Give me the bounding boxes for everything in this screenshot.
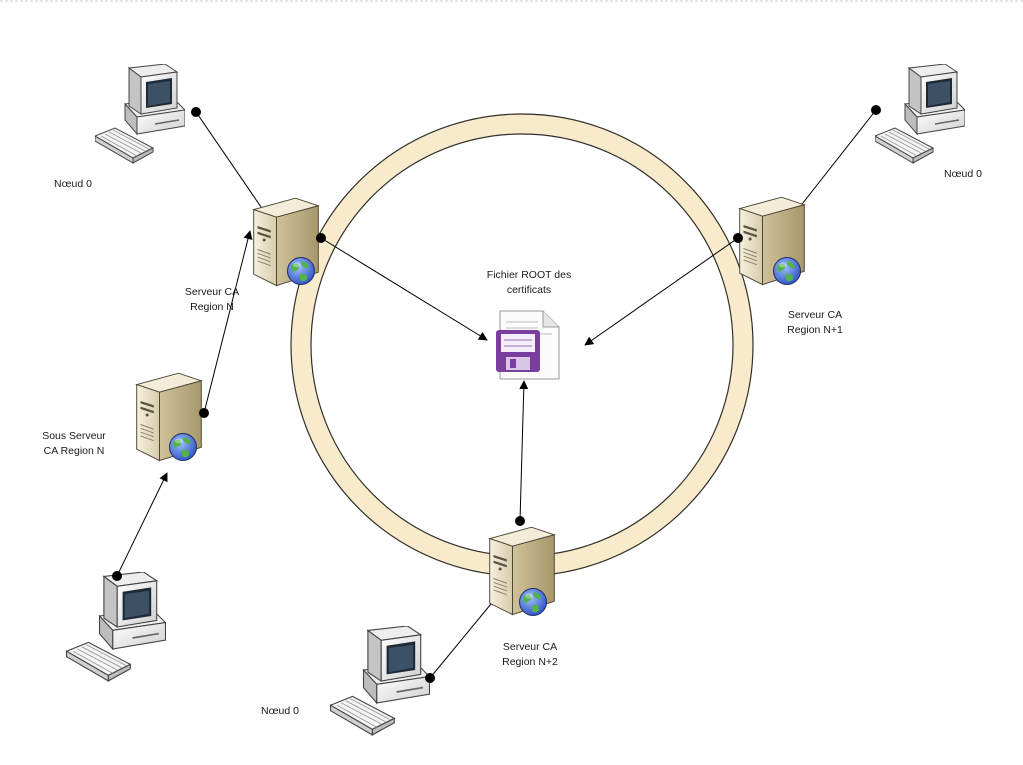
server-label: Serveur CA Region N+2 <box>502 641 558 668</box>
connector-server-n-to-root <box>320 237 488 341</box>
root-file-label: Fichier ROOT des certificats <box>486 269 572 296</box>
connector-server-n1-to-root <box>584 237 739 346</box>
connector-sub-server-to-server-n <box>203 230 253 414</box>
file-icon <box>496 310 560 380</box>
computer-icon <box>875 64 965 164</box>
connector-dots <box>112 105 881 683</box>
connector-node-bl-to-sub-server <box>116 472 168 577</box>
computer-icon <box>330 626 430 736</box>
server-label: Serveur CA Region N <box>184 286 240 313</box>
server-label: Serveur CA Region N+1 <box>787 309 843 336</box>
globe-icon <box>519 588 547 616</box>
sub-server-label: Sous Serveur CA Region N <box>42 430 106 457</box>
connector-server-n2-to-root <box>519 380 529 522</box>
node-label: Nœud 0 <box>261 705 299 717</box>
node-label: Nœud 0 <box>944 168 982 180</box>
node-label: Nœud 0 <box>54 178 92 190</box>
globe-icon <box>287 257 315 285</box>
connector-node-bc-to-server-n2 <box>429 592 501 679</box>
computer-icon <box>95 64 185 164</box>
globe-icon <box>773 257 801 285</box>
globe-icon <box>169 433 197 461</box>
computer-icon <box>66 572 166 682</box>
